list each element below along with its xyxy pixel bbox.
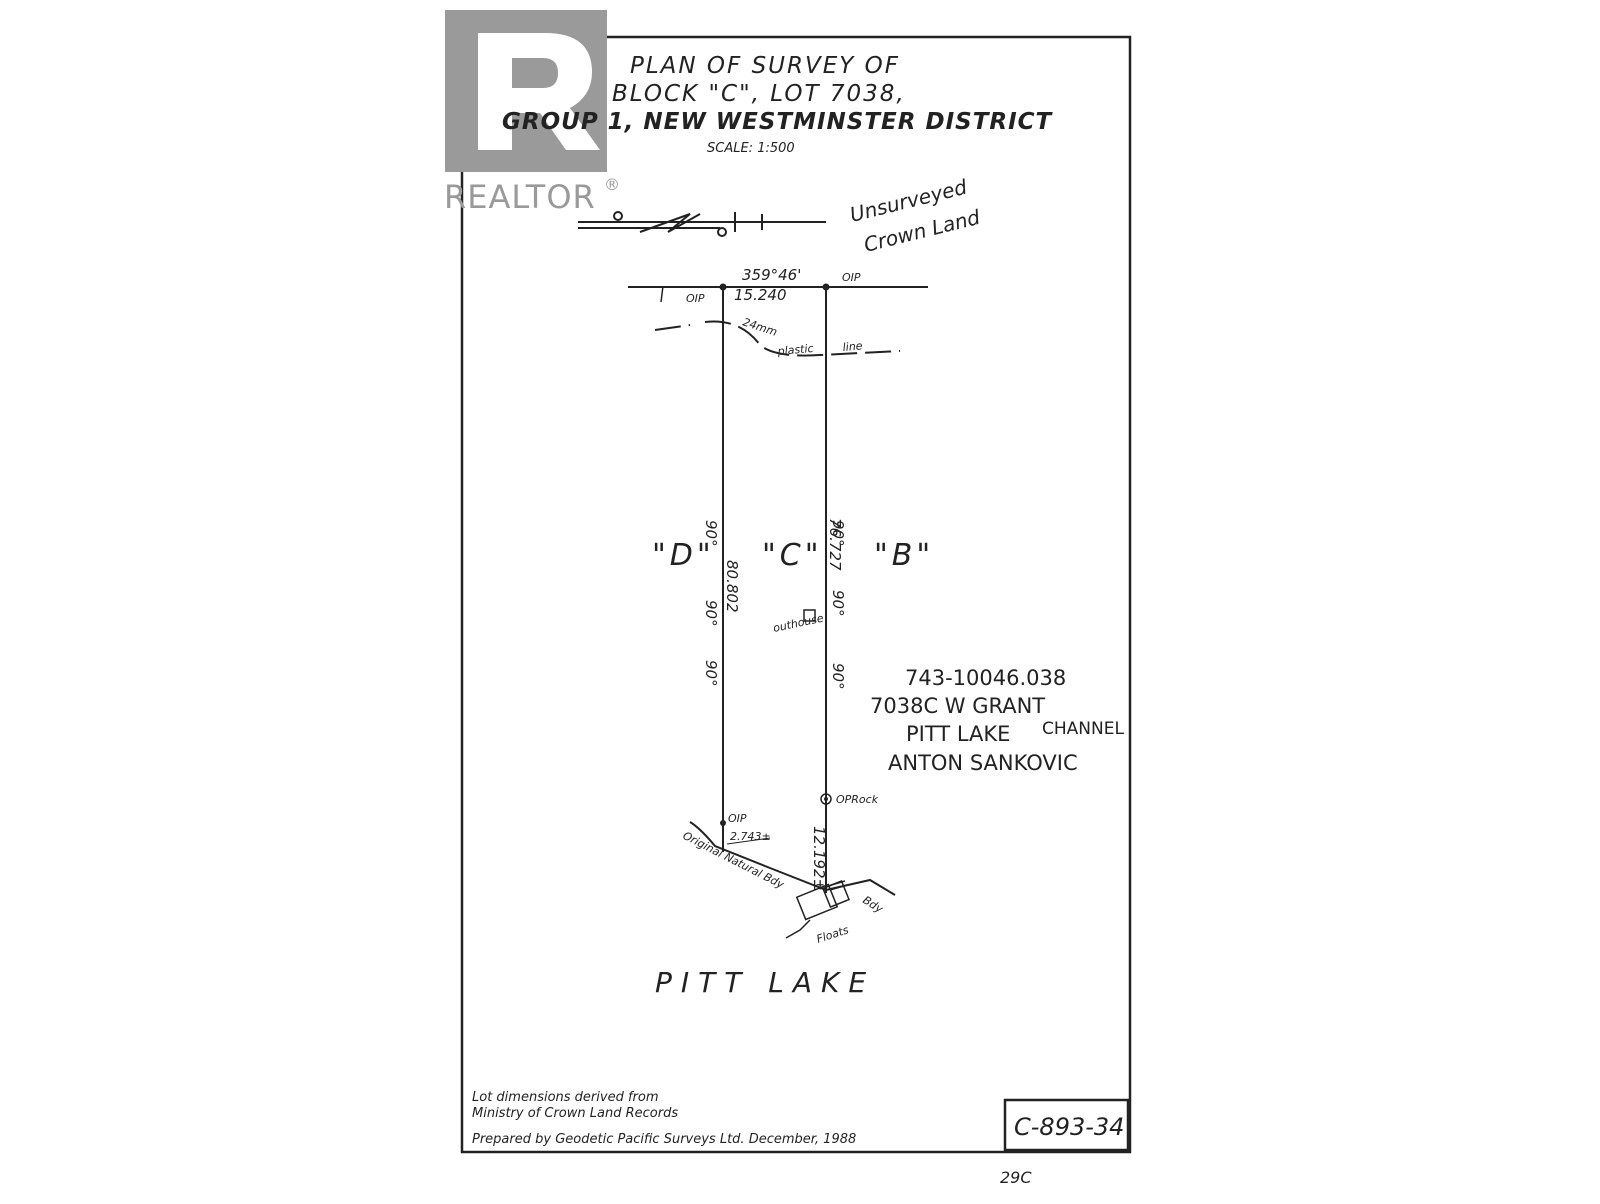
floats-label: Floats xyxy=(815,923,851,946)
handwritten-line-3: PITT LAKE xyxy=(906,722,1010,746)
bdy-label: Bdy xyxy=(860,894,885,916)
scale-label: SCALE: 1:500 xyxy=(707,141,795,156)
oip-bottom-pin xyxy=(720,820,726,826)
west-bearing-mark-3: 90° xyxy=(702,660,720,687)
west-side-distance: 80.802 xyxy=(723,560,741,613)
plastic-line xyxy=(654,320,901,357)
natural-boundary-line xyxy=(689,821,896,896)
floats-icon xyxy=(785,880,850,939)
top-bearing: 359°46' xyxy=(742,266,801,284)
reference-number: C-893-34 xyxy=(1014,1113,1124,1141)
outhouse-icon xyxy=(803,609,816,622)
page-mark: 29C xyxy=(1000,1168,1032,1187)
title-line-1: PLAN OF SURVEY OF xyxy=(630,53,900,79)
east-bearing-mark-3: 90° xyxy=(829,663,847,690)
north-arrow-icon xyxy=(578,211,826,237)
pitt-lake-label: PITT LAKE xyxy=(655,966,875,999)
outhouse-label: outhouse xyxy=(772,612,825,635)
handwritten-line-2: 7038C W GRANT xyxy=(870,694,1045,718)
handwritten-line-1: 743-10046.038 xyxy=(905,666,1066,690)
east-bearing-mark-2: 90° xyxy=(829,590,847,617)
east-side-distance: 76.727 xyxy=(826,518,844,571)
oip-top-right: OIP xyxy=(842,271,861,284)
title-line-3: GROUP 1, NEW WESTMINSTER DISTRICT xyxy=(502,109,1054,135)
handwritten-line-5: ANTON SANKOVIC xyxy=(888,751,1078,775)
realtor-logo: REALTOR ® xyxy=(444,10,620,216)
top-distance: 15.240 xyxy=(734,286,787,304)
west-bearing-mark-1: 90° xyxy=(702,520,720,547)
plastic-line-label-2: line xyxy=(842,339,863,354)
corner-pin-nw xyxy=(719,283,727,291)
note-line-2: Ministry of Crown Land Records xyxy=(472,1106,678,1121)
east-bearing-mark-1: 90° xyxy=(829,520,847,547)
op-rock-center xyxy=(824,797,828,801)
lot-d-label: "D" xyxy=(652,538,715,573)
top-boundary-tick xyxy=(660,285,664,303)
plastic-line-label-1: plastic xyxy=(776,342,814,358)
note-line-3: Prepared by Geodetic Pacific Surveys Ltd… xyxy=(472,1132,856,1147)
realtor-r-glyph xyxy=(478,33,600,150)
east-bottom-offset: 12.192± xyxy=(810,826,828,891)
lot-c-label: "C" xyxy=(762,538,823,573)
plastic-line-size: 24mm xyxy=(741,315,779,338)
realtor-registered-mark: ® xyxy=(604,175,620,194)
corner-pin-ne xyxy=(822,283,830,291)
realtor-logo-text: REALTOR xyxy=(444,178,596,216)
oip-bottom-label: OIP xyxy=(728,812,747,825)
west-bearing-mark-2: 90° xyxy=(702,600,720,627)
lot-b-label: "B" xyxy=(874,538,934,573)
west-bottom-offset-line xyxy=(726,837,771,845)
note-line-1: Lot dimensions derived from xyxy=(472,1090,659,1105)
oip-top-left: OIP xyxy=(686,292,705,305)
op-rock-marker xyxy=(820,793,832,805)
handwritten-line-4: CHANNEL xyxy=(1042,719,1124,739)
op-rock-label: OPRock xyxy=(836,793,879,806)
plan-frame xyxy=(460,35,1132,1154)
reference-box xyxy=(1003,1098,1130,1152)
title-line-2: BLOCK "C", LOT 7038, xyxy=(612,81,906,107)
